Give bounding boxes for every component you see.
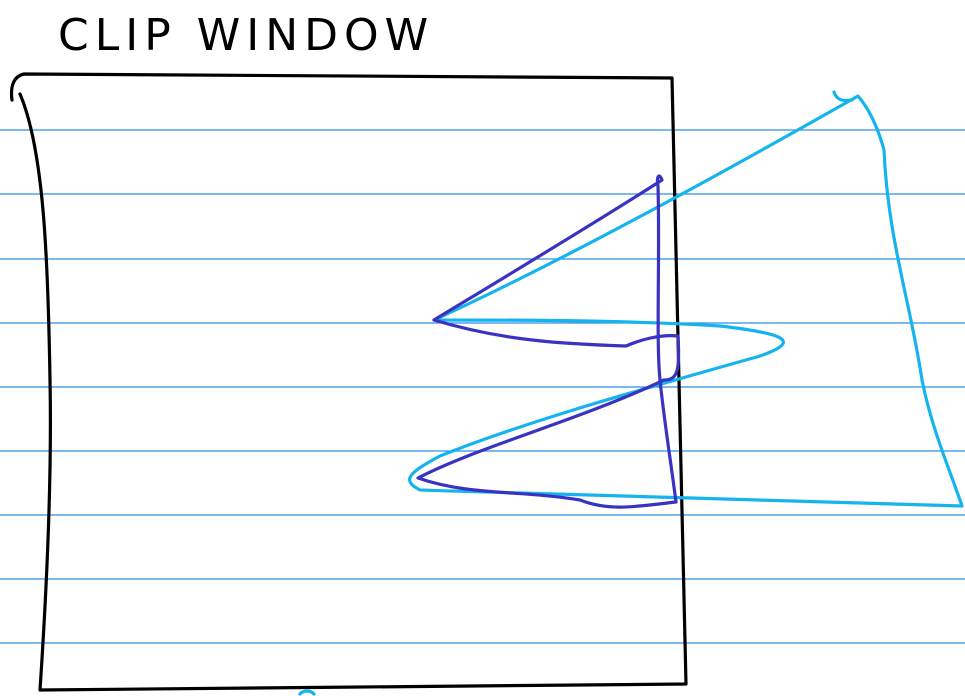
corner-tick-mark [832, 90, 854, 103]
clipped-polygon [416, 174, 681, 509]
stray-mark [298, 689, 316, 696]
original-polygon [408, 94, 964, 508]
ruled-lines [0, 129, 965, 644]
clip-window-title: CLIP WINDOW [58, 10, 434, 61]
clip-window-rectangle [9, 72, 688, 692]
